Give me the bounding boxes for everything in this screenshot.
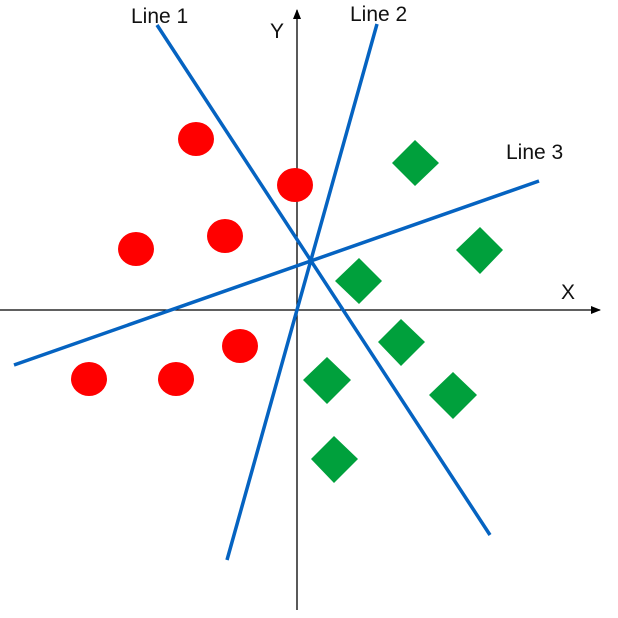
axes: X Y <box>0 9 601 610</box>
circle-point <box>178 122 214 156</box>
circle-point <box>222 329 258 363</box>
separating-lines: Line 1 Line 2 Line 3 <box>13 3 563 561</box>
diamond-point <box>456 227 503 274</box>
diamond-point <box>303 357 351 404</box>
x-axis-label: X <box>561 281 575 304</box>
diamond-point <box>311 436 358 483</box>
line-1 <box>155 24 492 536</box>
circle-point <box>158 362 194 396</box>
line-3-label: Line 3 <box>506 141 563 164</box>
diamond-point <box>429 372 477 419</box>
line-1-label: Line 1 <box>131 5 188 28</box>
diamond-point <box>392 140 439 186</box>
diamond-point <box>335 258 382 304</box>
line-2-label: Line 2 <box>350 3 407 26</box>
circle-point <box>277 168 313 202</box>
circle-point <box>118 232 154 266</box>
line-2 <box>225 23 379 561</box>
circle-class-points <box>71 122 313 396</box>
circle-point <box>207 219 243 253</box>
line-3 <box>13 179 540 367</box>
diamond-point <box>378 319 425 366</box>
circle-point <box>71 362 107 396</box>
diamond-class-points <box>303 140 503 483</box>
y-axis-label: Y <box>270 20 284 43</box>
